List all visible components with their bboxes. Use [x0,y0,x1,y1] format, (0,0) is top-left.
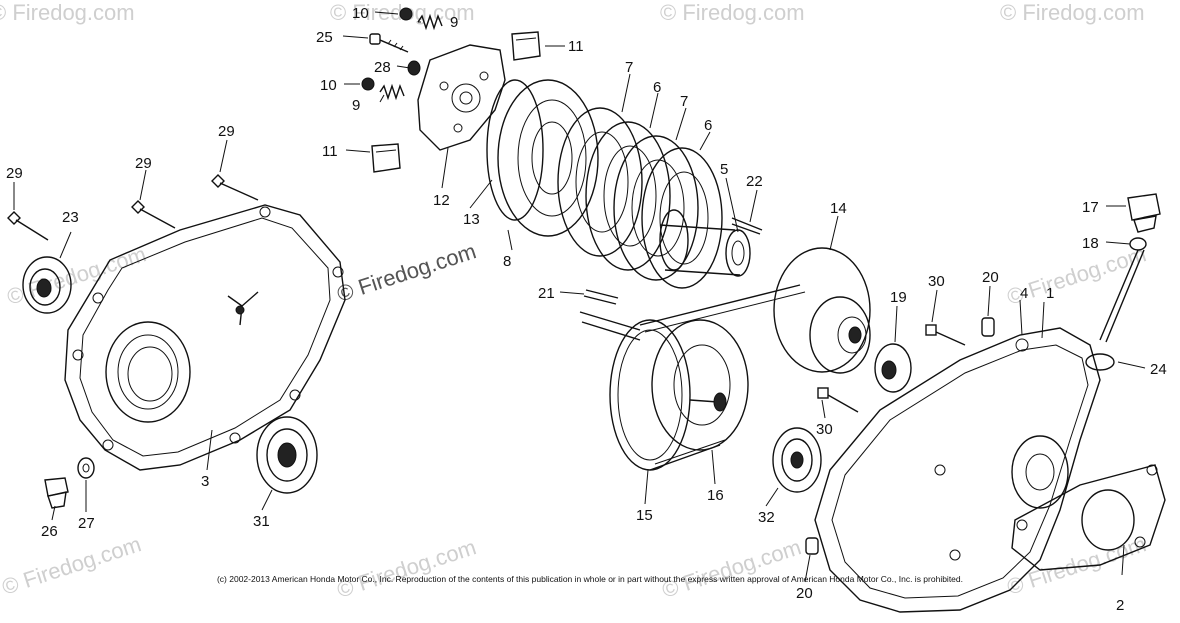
cover-plate-2 [1011,464,1166,571]
callout-10a: 10 [352,5,369,22]
leader-lines [13,11,1146,583]
callout-15: 15 [636,507,653,524]
callout-16: 16 [707,487,724,504]
spring-9-bottom [379,83,405,101]
callout-13: 13 [463,211,480,228]
cap-11-left [371,143,401,173]
callout-20b: 20 [796,585,813,602]
callout-29c: 29 [218,123,235,140]
callout-22: 22 [746,173,763,190]
seal-19 [874,343,912,393]
callout-21: 21 [538,285,555,302]
callout-23: 23 [62,209,79,226]
watermark: © Firedog.com [659,534,804,602]
bearing-23 [22,256,72,314]
callout-30b: 30 [816,421,833,438]
washer-27 [77,457,95,479]
callout-8: 8 [503,253,511,270]
clutch-plate-7b [613,135,699,281]
callout-14: 14 [830,200,847,217]
drain-plug-26 [44,477,69,509]
callout-9a: 9 [450,14,458,31]
callout-19: 19 [890,289,907,306]
watermark: © Firedog.com [4,241,149,309]
callout-20a: 20 [982,269,999,286]
drive-sprocket-15 [579,311,691,471]
clutch-plate-7a [557,107,643,257]
clutch-plate-6a [585,121,671,271]
callout-1: 1 [1046,285,1054,302]
bolt-29-left [7,211,49,241]
key-21 [583,289,619,305]
callout-12: 12 [433,192,450,209]
filler-cap-17 [1127,193,1161,233]
callout-11b: 11 [322,143,338,160]
pressure-plate-12 [417,44,506,151]
bearing-31 [256,416,318,494]
plate-13 [486,79,544,221]
callout-10b: 10 [320,77,337,94]
watermark: © Firedog.com [0,531,144,599]
callout-25: 25 [316,29,333,46]
left-case-cover-3 [64,204,346,471]
callouts: 1 2 3 4 5 6 6 7 7 8 9 9 10 10 11 11 12 1… [6,5,1167,614]
dowel-20-top [981,317,995,337]
watermark: © Firedog.com [1004,531,1149,599]
callout-6a: 6 [653,79,661,96]
callout-30a: 30 [928,273,945,290]
callout-6b: 6 [704,117,712,134]
o-ring-24 [1085,353,1115,371]
callout-3: 3 [201,473,209,490]
dowel-20-bottom [805,537,819,555]
callout-27: 27 [78,515,95,532]
callout-17: 17 [1082,199,1099,216]
callout-9b: 9 [352,97,360,114]
bolt-30-top [925,324,966,346]
driven-sprocket-14 [773,247,871,374]
bolt-29-middle [131,200,176,229]
cap-11-top [511,31,541,61]
nut-10-bottom [361,77,375,91]
callout-5: 5 [720,161,728,178]
callout-28: 28 [374,59,391,76]
callout-24: 24 [1150,361,1167,378]
background-watermarks: © Firedog.com © Firedog.com © Firedog.co… [0,0,1149,603]
clutch-hub-5 [659,209,751,277]
callout-7a: 7 [625,59,633,76]
watermark: © Firedog.com [0,0,135,25]
callout-4: 4 [1020,285,1028,302]
callout-32: 32 [758,509,775,526]
callout-7b: 7 [680,93,688,110]
friction-disc-8 [497,79,599,237]
spring-9-top [417,13,443,31]
callout-29b: 29 [135,155,152,172]
callout-11a: 11 [568,38,584,55]
callout-18: 18 [1082,235,1099,252]
watermark: © Firedog.com [1000,0,1145,25]
copyright-notice: (c) 2002-2013 American Honda Motor Co., … [216,574,964,584]
callout-31: 31 [253,513,270,530]
watermark: © Firedog.com [660,0,805,25]
callout-26: 26 [41,523,58,540]
sprocket-16 [651,319,749,451]
bolt-30-bottom [817,387,859,413]
bolt-25 [369,33,409,53]
center-watermark: © Firedog.com [334,238,479,306]
nut-10-top [399,7,413,21]
bolt-29-right [211,174,259,201]
watermark: © Firedog.com [334,534,479,602]
callout-29a: 29 [6,165,23,182]
right-case-1 [814,327,1101,613]
bearing-32 [772,427,822,493]
callout-2: 2 [1116,597,1124,614]
clutch-plate-6b [641,147,723,289]
